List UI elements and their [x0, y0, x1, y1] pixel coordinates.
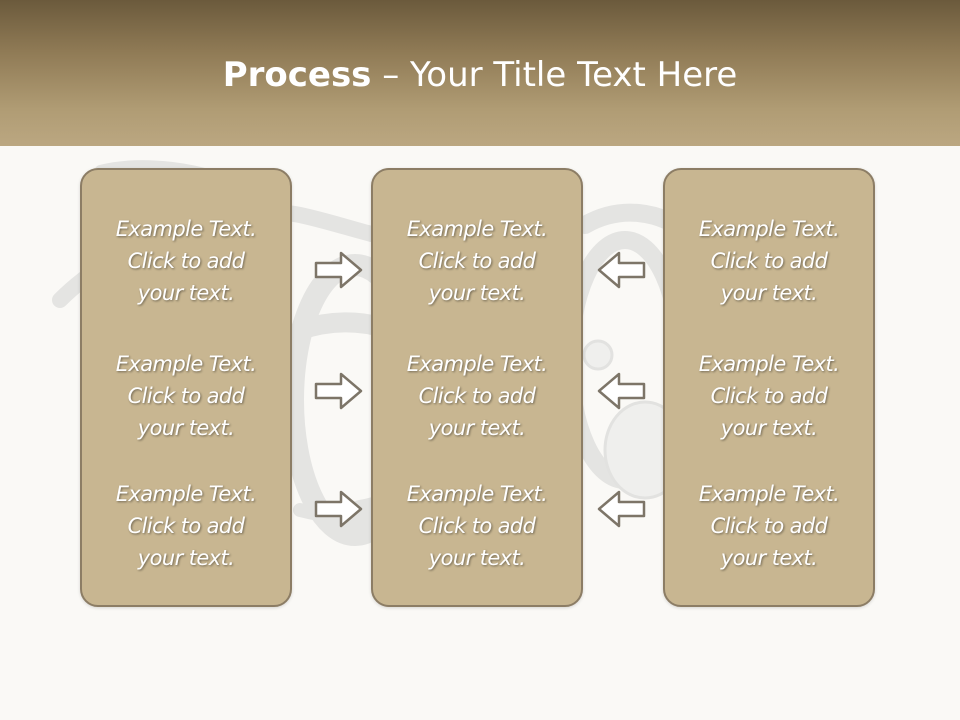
text-line: Example Text.: [698, 352, 840, 376]
panel-center[interactable]: Example Text. Click to add your text. Ex…: [371, 168, 583, 607]
text-line: Click to add: [710, 249, 828, 273]
text-block[interactable]: Example Text. Click to add your text.: [82, 348, 290, 444]
slide-title[interactable]: Process – Your Title Text Here: [0, 52, 960, 98]
text-line: your text.: [137, 416, 235, 440]
arrow-right-icon: [314, 490, 363, 528]
text-block[interactable]: Example Text. Click to add your text.: [373, 213, 581, 309]
text-line: your text.: [137, 281, 235, 305]
text-line: Click to add: [710, 384, 828, 408]
text-line: Example Text.: [406, 217, 548, 241]
text-line: Example Text.: [115, 482, 257, 506]
title-bold: Process: [222, 55, 372, 95]
title-bar: Process – Your Title Text Here: [0, 0, 960, 146]
text-line: Click to add: [127, 514, 245, 538]
text-line: Click to add: [127, 249, 245, 273]
text-line: your text.: [720, 416, 818, 440]
arrow-left-icon: [597, 372, 646, 410]
text-block[interactable]: Example Text. Click to add your text.: [373, 348, 581, 444]
text-line: Click to add: [127, 384, 245, 408]
arrow-right-icon: [314, 251, 363, 289]
text-line: Example Text.: [406, 482, 548, 506]
text-block[interactable]: Example Text. Click to add your text.: [373, 478, 581, 574]
text-line: your text.: [720, 546, 818, 570]
text-line: Click to add: [418, 384, 536, 408]
text-block[interactable]: Example Text. Click to add your text.: [665, 348, 873, 444]
text-line: Click to add: [418, 249, 536, 273]
text-line: Example Text.: [115, 217, 257, 241]
text-line: your text.: [428, 546, 526, 570]
text-line: Click to add: [418, 514, 536, 538]
text-line: your text.: [720, 281, 818, 305]
text-line: Example Text.: [698, 217, 840, 241]
text-line: Example Text.: [406, 352, 548, 376]
text-block[interactable]: Example Text. Click to add your text.: [82, 213, 290, 309]
panel-right[interactable]: Example Text. Click to add your text. Ex…: [663, 168, 875, 607]
text-line: your text.: [428, 281, 526, 305]
text-block[interactable]: Example Text. Click to add your text.: [82, 478, 290, 574]
panel-left[interactable]: Example Text. Click to add your text. Ex…: [80, 168, 292, 607]
text-line: Example Text.: [115, 352, 257, 376]
text-line: Click to add: [710, 514, 828, 538]
text-line: Example Text.: [698, 482, 840, 506]
title-rest: – Your Title Text Here: [371, 55, 738, 95]
text-block[interactable]: Example Text. Click to add your text.: [665, 478, 873, 574]
text-line: your text.: [428, 416, 526, 440]
text-line: your text.: [137, 546, 235, 570]
text-block[interactable]: Example Text. Click to add your text.: [665, 213, 873, 309]
arrow-right-icon: [314, 372, 363, 410]
arrow-left-icon: [597, 490, 646, 528]
arrow-left-icon: [597, 251, 646, 289]
